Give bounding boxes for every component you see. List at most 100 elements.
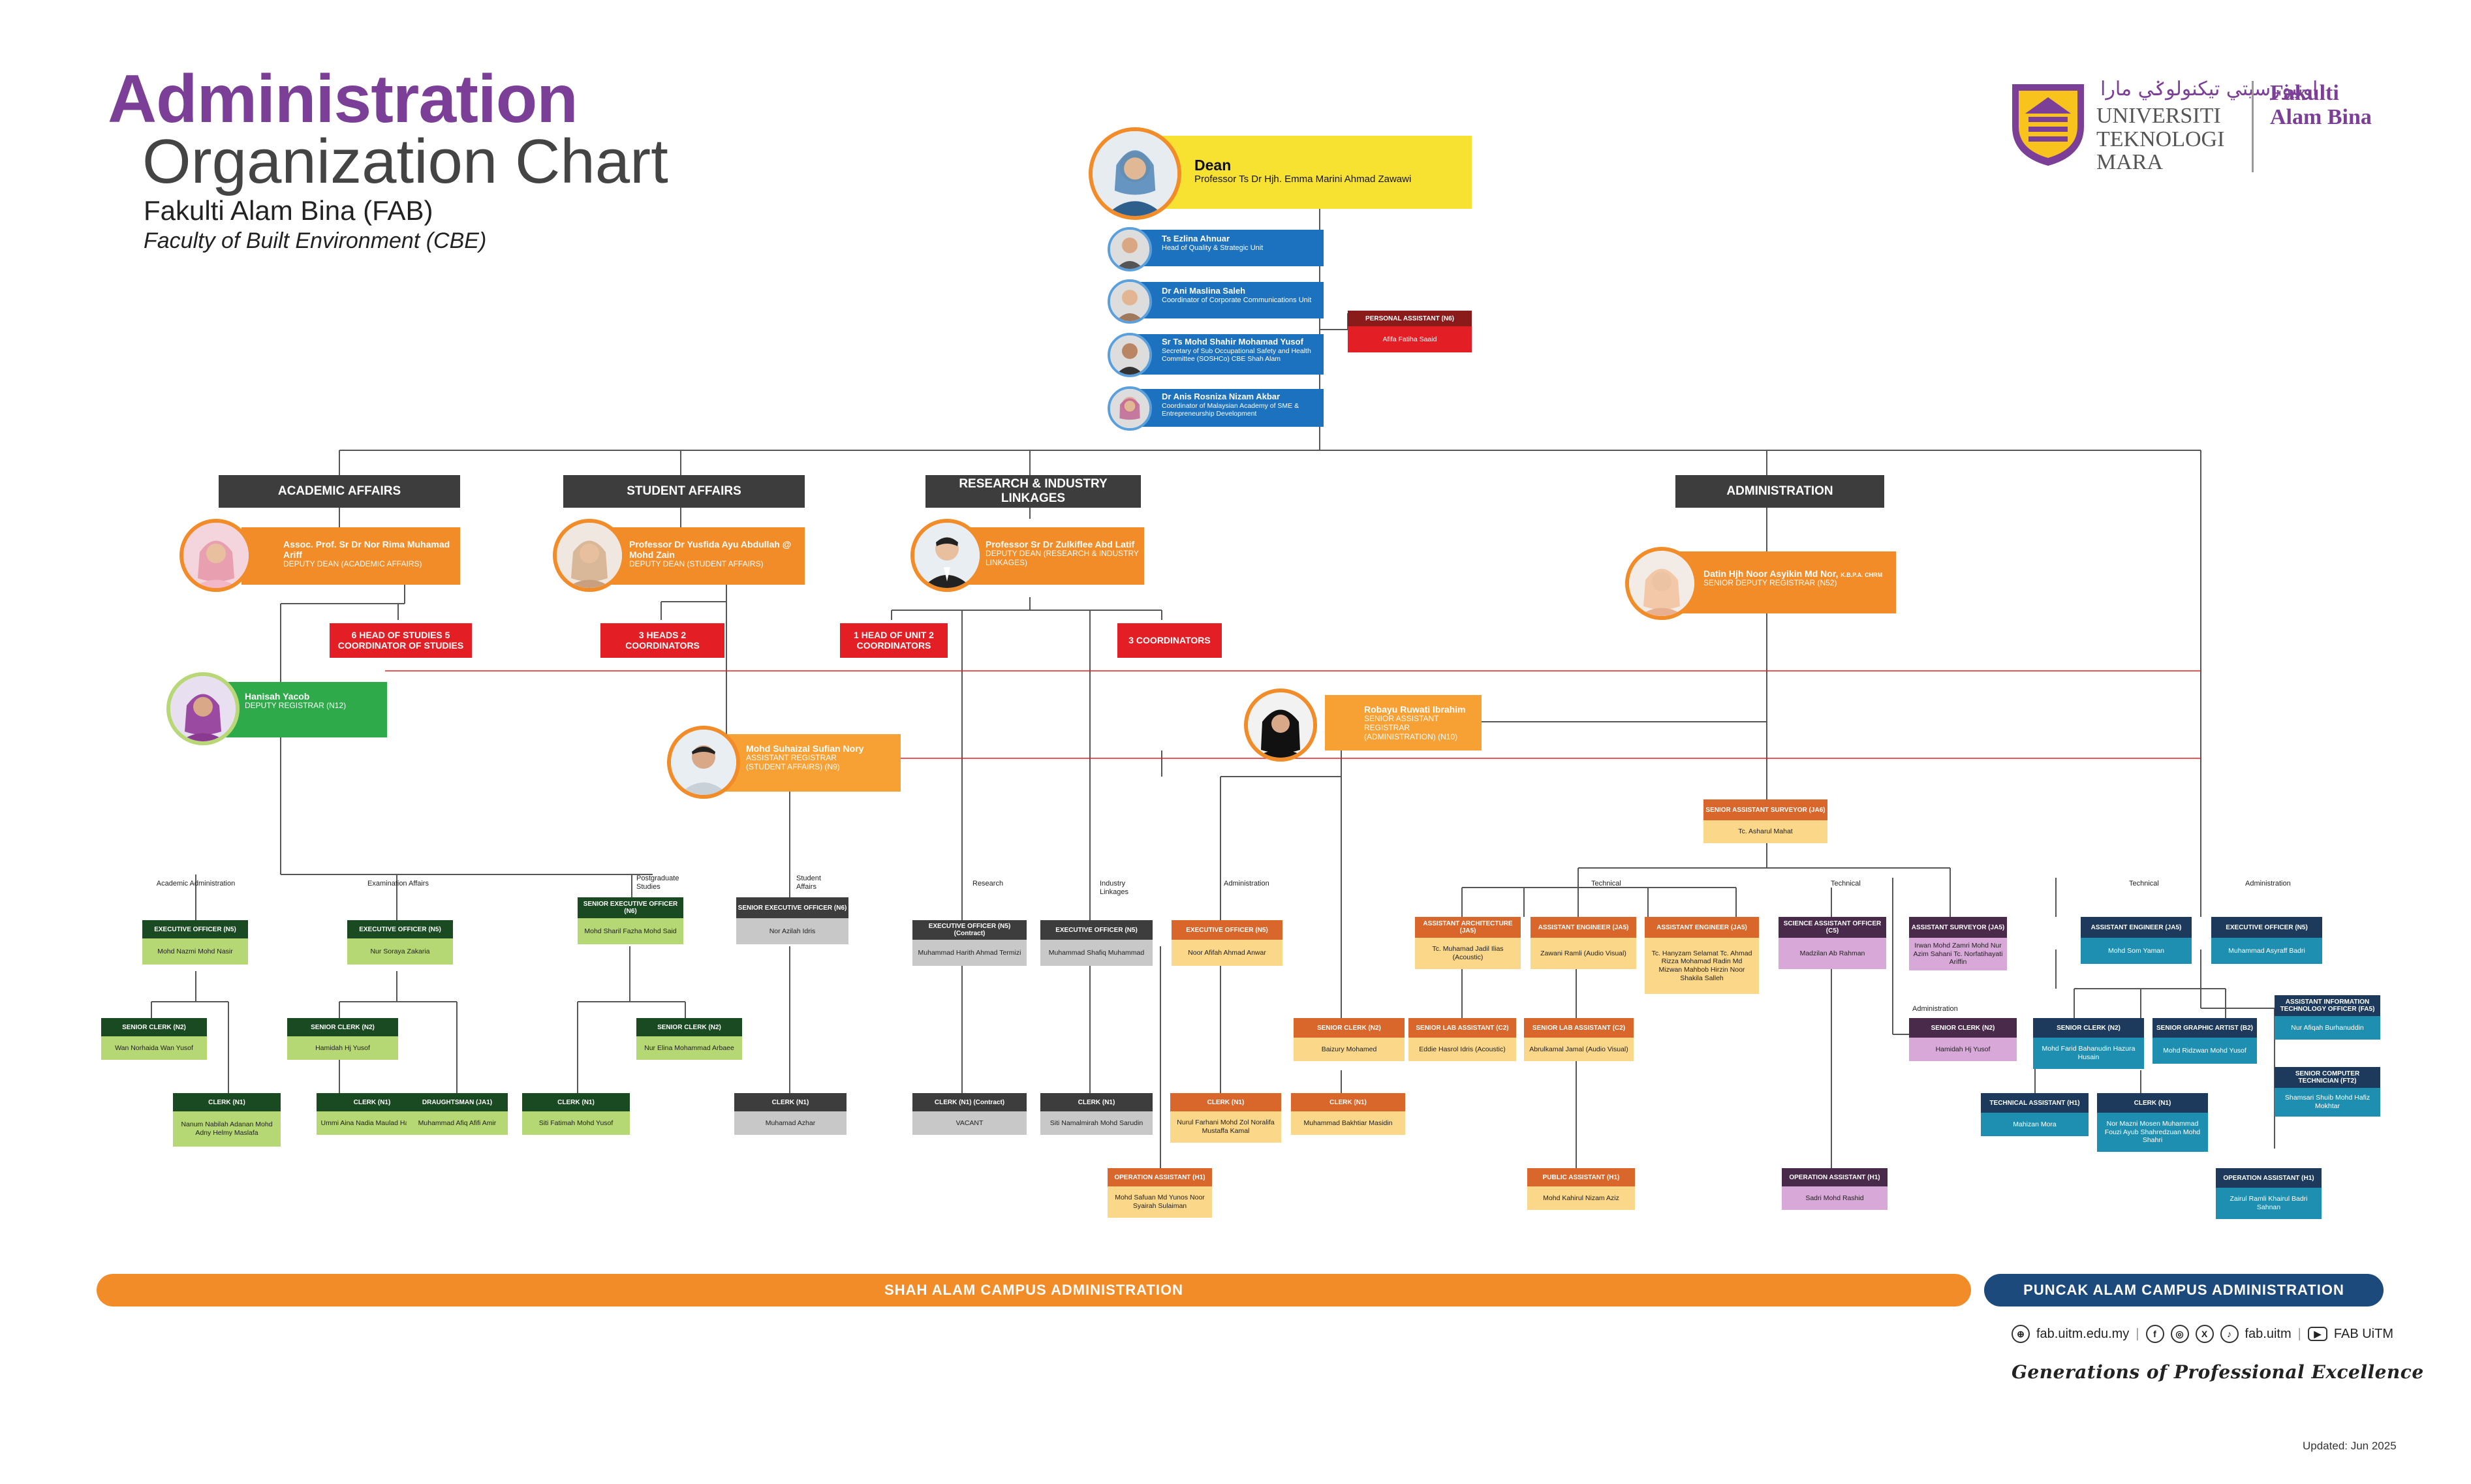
header-student-affairs: STUDENT AFFAIRS — [563, 475, 805, 508]
dean-title: Dean — [1194, 157, 1232, 174]
staff-box: CLERK (N1)Muhamad Azhar — [734, 1093, 847, 1135]
academic-heads-count: 6 HEAD OF STUDIES 5 COORDINATOR OF STUDI… — [330, 623, 472, 658]
youtube-icon[interactable]: ▶ — [2307, 1327, 2327, 1341]
staff-box: SENIOR CLERK (N2)Baizury Mohamed — [1294, 1018, 1405, 1061]
staff-box: ASSISTANT ENGINEER (JA5)Tc. Hanyzam Sela… — [1645, 917, 1759, 994]
senior-deputy-registrar-card: Datin Hjh Noor Asyikin Md Nor, K.B.P.A. … — [1666, 551, 1896, 613]
logo-faculty-name: Fakulti Alam Bina — [2270, 81, 2372, 130]
page-subtitle: Organization Chart — [142, 127, 668, 196]
dean-photo — [1089, 127, 1181, 220]
section-label: Administration — [1224, 880, 1269, 888]
staff-box: CLERK (N1)Nurul Farhani Mohd Zol Noralif… — [1170, 1093, 1281, 1143]
section-label: Postgraduate Studies — [636, 874, 679, 891]
puncak-alam-campus-bar: PUNCAK ALAM CAMPUS ADMINISTRATION — [1984, 1274, 2384, 1306]
staff-box: SENIOR GRAPHIC ARTIST (B2)Mohd Ridzwan M… — [2152, 1018, 2257, 1064]
faculty-english-name: Faculty of Built Environment (CBE) — [144, 228, 487, 253]
registrar-photo — [166, 672, 240, 745]
header-academic-affairs: ACADEMIC AFFAIRS — [219, 475, 460, 508]
logo-arabic-text: اونيۏرسيتي تيكنولوݢي مارا — [2100, 78, 2318, 100]
unit-photo — [1108, 386, 1152, 431]
staff-box: SENIOR EXECUTIVE OFFICER (N6)Nor Azilah … — [736, 897, 848, 944]
staff-box: CLERK (N1)Nanum Nabilah Adanan Mohd Adny… — [173, 1093, 281, 1147]
staff-box: CLERK (N1)Siti Namalmirah Mohd Sarudin — [1040, 1093, 1153, 1135]
staff-box: OPERATION ASSISTANT (H1)Mohd Safuan Md Y… — [1108, 1168, 1212, 1218]
social-links: ⊕ fab.uitm.edu.my | f ◎ X ♪ fab.uitm | ▶… — [2012, 1325, 2393, 1343]
logo-university-name: UNIVERSITI TEKNOLOGI MARA — [2096, 104, 2225, 175]
senior-assistant-surveyor-box: SENIOR ASSISTANT SURVEYOR (JA6)Tc. Ashar… — [1703, 799, 1827, 843]
deputy-photo — [179, 519, 253, 592]
faculty-malay-name: Fakulti Alam Bina (FAB) — [144, 195, 433, 226]
shah-alam-campus-bar: SHAH ALAM CAMPUS ADMINISTRATION — [97, 1274, 1971, 1306]
registrar-photo — [1244, 688, 1317, 762]
staff-box: PUBLIC ASSISTANT (H1)Mohd Kahirul Nizam … — [1527, 1168, 1635, 1210]
updated-date: Updated: Jun 2025 — [2303, 1440, 2397, 1452]
staff-box: TECHNICAL ASSISTANT (H1)Mahizan Mora — [1981, 1093, 2089, 1136]
research-coordinators-count: 3 COORDINATORS — [1117, 623, 1222, 658]
header-research: RESEARCH & INDUSTRY LINKAGES — [925, 475, 1141, 508]
staff-box: SENIOR CLERK (N2)Hamidah Hj Yusof — [287, 1018, 398, 1060]
deputy-photo — [553, 519, 626, 592]
staff-box: OPERATION ASSISTANT (H1)Sadri Mohd Rashi… — [1782, 1168, 1888, 1210]
slogan: Generations of Professional Excellence — [2012, 1361, 2424, 1383]
staff-box: ASSISTANT ARCHITECTURE (JA5)Tc. Muhamad … — [1415, 917, 1521, 969]
staff-box: SENIOR COMPUTER TECHNICIAN (FT2)Shamsari… — [2275, 1067, 2380, 1117]
staff-box: CLERK (N1)Nor Mazni Mosen Muhammad Fouzi… — [2097, 1093, 2208, 1152]
header-administration: ADMINISTRATION — [1675, 475, 1884, 508]
staff-box: SENIOR CLERK (N2)Mohd Farid Bahanudin Ha… — [2033, 1018, 2144, 1069]
section-label: Academic Administration — [156, 880, 236, 888]
staff-box: SCIENCE ASSISTANT OFFICER (C5)Madzilan A… — [1779, 917, 1886, 969]
staff-box: SENIOR CLERK (N2)Wan Norhaida Wan Yusof — [101, 1018, 207, 1060]
staff-box: EXECUTIVE OFFICER (N5)Mohd Nazmi Mohd Na… — [142, 920, 248, 965]
research-unit-count: 1 HEAD OF UNIT 2 COORDINATORS — [840, 623, 948, 658]
section-label: Research — [972, 880, 1004, 888]
section-label: Administration — [2245, 880, 2291, 888]
staff-box: ASSISTANT ENGINEER (JA5)Mohd Som Yaman — [2081, 917, 2192, 964]
registrar-photo — [667, 726, 740, 799]
deputy-dean-card: Assoc. Prof. Sr Dr Nor Rima Muhamad Arif… — [241, 527, 460, 585]
x-icon[interactable]: X — [2195, 1325, 2214, 1343]
personal-assistant-box: PERSONAL ASSISTANT (N6) Afifa Fatiha Saa… — [1348, 311, 1472, 352]
website-link[interactable]: fab.uitm.edu.my — [2036, 1326, 2130, 1341]
deputy-photo — [1625, 547, 1698, 620]
instagram-icon[interactable]: ◎ — [2170, 1325, 2189, 1343]
section-label: Student Affairs — [796, 874, 821, 891]
section-label: Industry Linkages — [1100, 880, 1129, 897]
unit-photo — [1108, 227, 1152, 271]
staff-box: ASSISTANT SURVEYOR (JA5)Irwan Mohd Zamri… — [1909, 917, 2007, 970]
unit-photo — [1108, 333, 1152, 377]
staff-box: DRAUGHTSMAN (JA1)Muhammad Afiq Afifi Ami… — [407, 1093, 508, 1135]
section-label: Technical — [2129, 880, 2159, 888]
section-label: Technical — [1831, 880, 1861, 888]
website-icon: ⊕ — [2012, 1325, 2030, 1343]
section-label: Administration — [1912, 1005, 1958, 1013]
section-label: Examination Affairs — [367, 880, 429, 888]
staff-box: EXECUTIVE OFFICER (N5)Nur Soraya Zakaria — [347, 920, 453, 965]
staff-box: OPERATION ASSISTANT (H1)Zairul Ramli Kha… — [2216, 1168, 2322, 1219]
staff-box: EXECUTIVE OFFICER (N5)Muhammad Shafiq Mu… — [1040, 920, 1153, 966]
logo-divider — [2252, 81, 2254, 172]
facebook-icon[interactable]: f — [2145, 1325, 2164, 1343]
staff-box: EXECUTIVE OFFICER (N5)Noor Afifah Ahmad … — [1172, 920, 1282, 966]
dean-card: Dean Professor Ts Dr Hjh. Emma Marini Ah… — [1132, 136, 1472, 209]
social-handle[interactable]: fab.uitm — [2245, 1326, 2292, 1341]
staff-box: SENIOR CLERK (N2)Hamidah Hj Yusof — [1909, 1018, 2017, 1061]
youtube-channel[interactable]: FAB UiTM — [2333, 1326, 2393, 1341]
uitm-logo-icon — [2012, 84, 2084, 166]
staff-box: CLERK (N1)Siti Fatimah Mohd Yusof — [522, 1093, 630, 1135]
section-label: Technical — [1591, 880, 1621, 888]
unit-photo — [1108, 279, 1152, 324]
staff-box: SENIOR LAB ASSISTANT (C2)Abrulkamal Jama… — [1524, 1018, 1634, 1061]
tiktok-icon[interactable]: ♪ — [2220, 1325, 2239, 1343]
staff-box: SENIOR EXECUTIVE OFFICER (N6)Mohd Sharil… — [578, 897, 683, 944]
staff-box: CLERK (N1)Muhammad Bakhtiar Masidin — [1291, 1093, 1405, 1135]
staff-box: EXECUTIVE OFFICER (N5)Muhammad Asyraff B… — [2211, 917, 2322, 964]
staff-box: CLERK (N1) (Contract)VACANT — [912, 1093, 1027, 1135]
staff-box: EXECUTIVE OFFICER (N5) (Contract)Muhamma… — [912, 920, 1027, 966]
